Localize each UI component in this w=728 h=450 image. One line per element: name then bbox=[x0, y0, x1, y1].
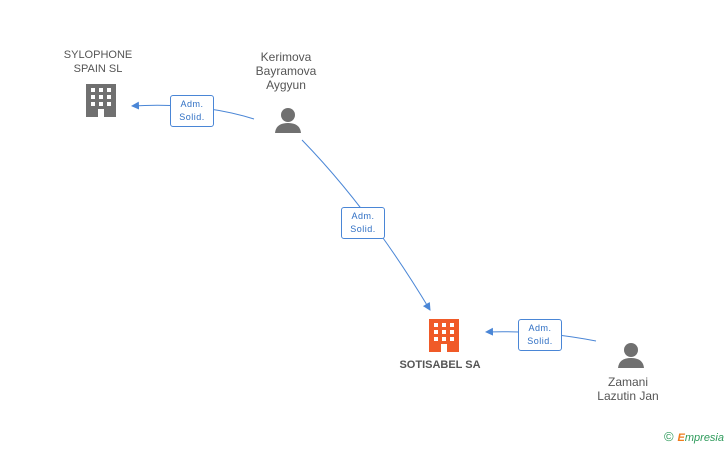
empresia-credit[interactable]: ©Empresia bbox=[664, 429, 724, 444]
building-focus-icon[interactable] bbox=[429, 319, 459, 352]
empresia-logo-text: mpresia bbox=[684, 432, 724, 444]
edge-label-line: Solid. bbox=[179, 112, 205, 122]
edge-label-kerimova-sotisabel[interactable]: Adm. Solid. bbox=[341, 207, 385, 239]
node-label-line: Kerimova bbox=[260, 50, 312, 64]
node-label-line: Bayramova bbox=[255, 64, 317, 78]
building-icon[interactable] bbox=[86, 84, 116, 117]
node-label-sotisabel[interactable]: SOTISABEL SA bbox=[380, 358, 500, 372]
edge-label-line: Solid. bbox=[527, 336, 553, 346]
node-label-line: Lazutin Jan bbox=[597, 389, 659, 403]
node-label-line: Aygyun bbox=[266, 78, 306, 92]
edge-label-line: Adm. bbox=[180, 99, 204, 109]
edge-label-line: Adm. bbox=[351, 211, 375, 221]
edge-label-line: Solid. bbox=[350, 224, 376, 234]
node-label-line: SOTISABEL SA bbox=[399, 359, 481, 371]
node-label-line: SYLOPHONE bbox=[63, 49, 133, 61]
edge-label-kerimova-sylophone[interactable]: Adm. Solid. bbox=[170, 95, 214, 127]
person-icon[interactable] bbox=[618, 343, 644, 368]
node-label-zamani[interactable]: Zamani Lazutin Jan bbox=[578, 375, 678, 403]
node-label-line: SPAIN SL bbox=[73, 63, 123, 75]
node-label-kerimova[interactable]: Kerimova Bayramova Aygyun bbox=[236, 50, 336, 92]
copyright-symbol: © bbox=[663, 429, 674, 444]
node-label-line: Zamani bbox=[607, 375, 648, 389]
person-icon[interactable] bbox=[275, 108, 301, 133]
edge-label-zamani-sotisabel[interactable]: Adm. Solid. bbox=[518, 319, 562, 351]
node-label-sylophone[interactable]: SYLOPHONE SPAIN SL bbox=[48, 48, 148, 76]
empresia-logo-initial: E bbox=[677, 432, 685, 444]
edge-label-line: Adm. bbox=[528, 323, 552, 333]
